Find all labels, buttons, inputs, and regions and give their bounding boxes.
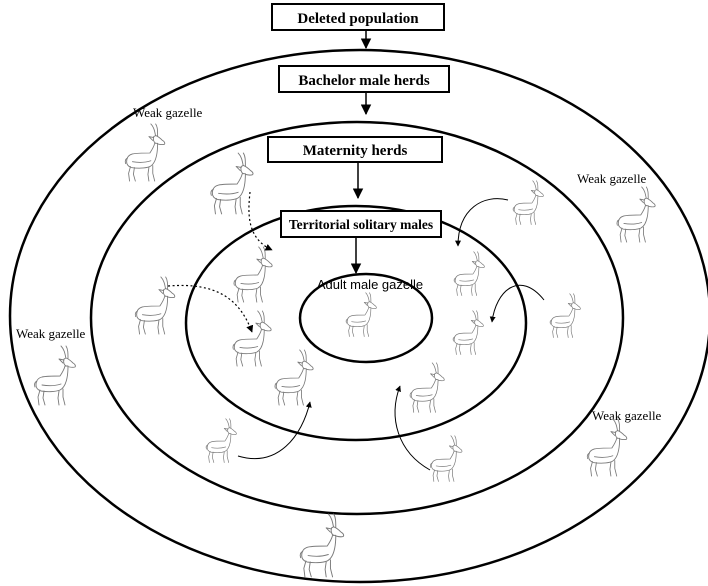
gazelle-icon: [429, 435, 463, 482]
weak-label-bottom-right: Weak gazelle: [592, 408, 662, 423]
gazelle-icon: [616, 186, 656, 243]
curve-arrow-top-right: [455, 198, 509, 247]
box-deleted-population-label: Deleted population: [297, 11, 419, 27]
gazelle-icon: [549, 293, 581, 338]
weak-label-left: Weak gazelle: [16, 326, 86, 341]
gazelle-icon: [124, 123, 166, 182]
gazelle-icon: [512, 180, 544, 225]
outer-ring: [8, 48, 708, 584]
gazelle-icon: [233, 246, 273, 303]
weak-label-top-right: Weak gazelle: [577, 171, 647, 186]
box-bachelor-male-herds-label: Bachelor male herds: [298, 73, 430, 89]
box-territorial-solitary-males-label: Territorial solitary males: [289, 217, 433, 232]
gazelle-icon: [409, 362, 445, 413]
gazelle-icon: [586, 418, 628, 477]
curve-arrow-bottom-left: [237, 401, 312, 459]
gazelle-icon: [299, 513, 345, 578]
dotted-arrow-bachelor-to-territorial: [167, 284, 254, 333]
box-deleted-population: Deleted population: [271, 3, 445, 31]
box-maternity-herds: Maternity herds: [267, 136, 443, 163]
box-maternity-herds-label: Maternity herds: [303, 143, 408, 159]
box-bachelor-male-herds: Bachelor male herds: [278, 65, 450, 93]
inner-ring: [184, 204, 528, 442]
gazelle-icon: [232, 310, 272, 367]
center-label: Adult male gazelle: [317, 277, 423, 292]
middle-ring: [89, 120, 625, 516]
gazelle-icon: [452, 310, 484, 355]
center-ring: [298, 272, 434, 364]
curve-arrow-right: [489, 284, 545, 323]
gazelle-icon: [205, 418, 237, 463]
box-territorial-solitary-males: Territorial solitary males: [280, 210, 442, 238]
curve-arrow-bottom-right: [394, 385, 431, 471]
gazelle-icon: [34, 345, 76, 406]
gazelle-icon: [453, 251, 485, 296]
gazelle-icon: [210, 152, 254, 215]
weak-label-top-left: Weak gazelle: [133, 105, 203, 120]
gazelle-icon: [345, 292, 377, 337]
dotted-arrow-maternity-to-territorial: [248, 191, 273, 251]
gazelle-icon: [274, 349, 314, 406]
